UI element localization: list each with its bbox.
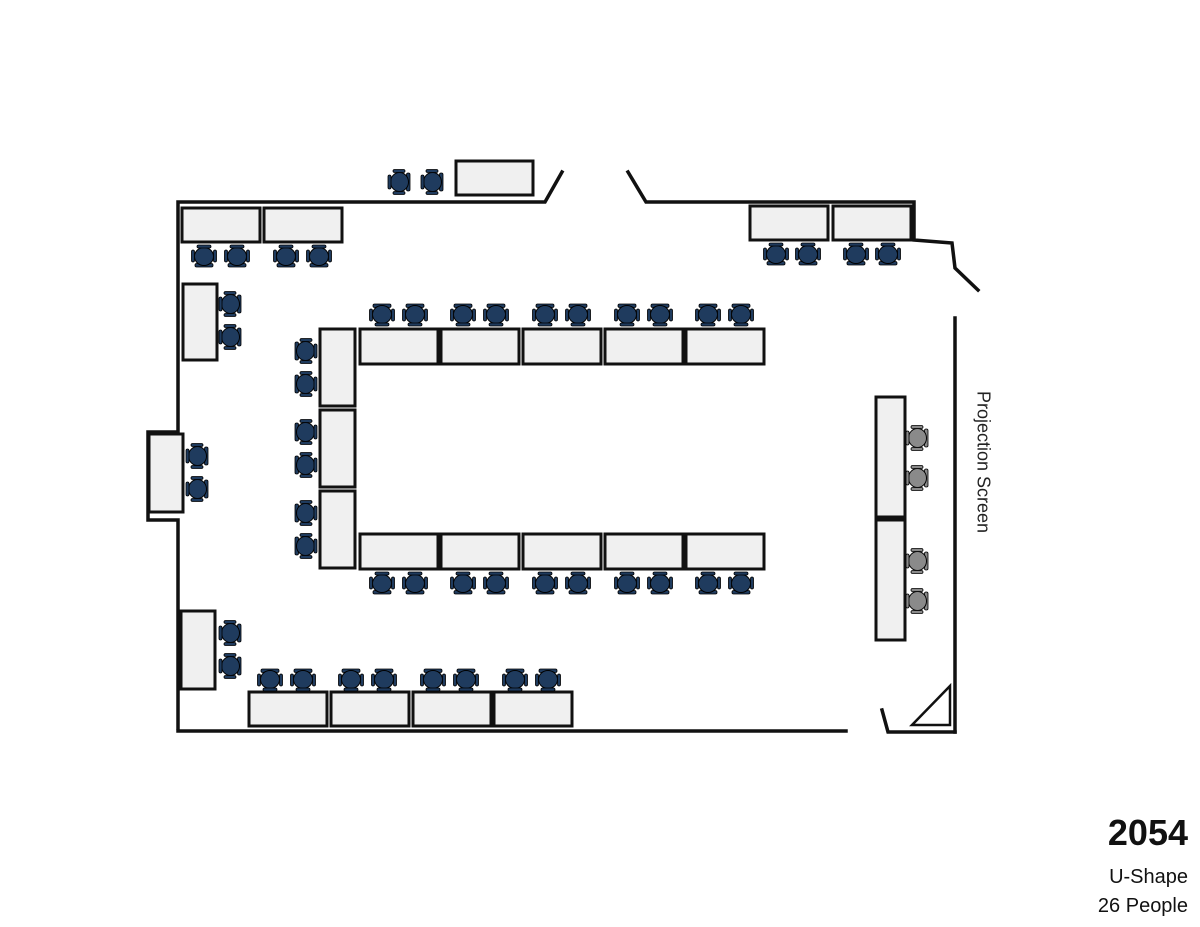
perimeter-chairs [185,169,901,692]
bottom-wall-right [879,707,957,734]
table [411,690,493,728]
chair-icon [728,303,754,327]
chair-icon [387,169,411,195]
chair-icon [875,242,901,266]
table [684,532,766,571]
table [684,327,766,366]
table [180,206,262,244]
chair-icon [306,244,332,268]
chair-icon [185,476,209,502]
chair-icon [502,668,528,692]
chair-icon [695,571,721,595]
chair-icon [647,571,673,595]
chair-icon [257,668,283,692]
chair-icon [565,571,591,595]
capacity-label: 26 People [1097,895,1188,917]
table [748,204,830,242]
chair-icon [371,668,397,692]
chair-icon [402,571,428,595]
table [358,532,440,571]
chair-icon [647,303,673,327]
chair-icon [763,242,789,266]
presenter-chair-icon [905,425,929,451]
chair-icon [532,571,558,595]
table [358,327,440,366]
table [439,327,521,366]
projection-screen-label: Projection Screen [973,390,994,534]
chair-icon [695,303,721,327]
chair-icon [338,668,364,692]
chair-icon [294,500,318,526]
chair-icon [453,668,479,692]
table [439,532,521,571]
table [603,532,685,571]
chair-icon [218,324,242,350]
perimeter-tables [147,159,913,728]
chair-icon [728,571,754,595]
presenter-chairs [905,425,929,614]
table [521,532,603,571]
chair-icon [294,452,318,478]
chair-icon [843,242,869,266]
layout-name: U-Shape [1109,866,1188,888]
chair-icon [532,303,558,327]
presenter-chair-icon [905,465,929,491]
chair-icon [565,303,591,327]
table [318,408,357,489]
table [521,327,603,366]
table [492,690,574,728]
table [181,282,219,362]
chair-icon [294,338,318,364]
chair-icon [483,571,509,595]
chair-icon [218,291,242,317]
chair-icon [290,668,316,692]
chair-icon [450,303,476,327]
u-shape-tables [318,327,766,571]
chair-icon [369,571,395,595]
table [147,432,185,514]
chair-icon [402,303,428,327]
chair-icon [191,244,217,268]
chair-icon [185,443,209,469]
chair-icon [369,303,395,327]
chair-icon [420,169,444,195]
chair-icon [218,653,242,679]
table [179,609,217,691]
table [318,327,357,408]
chair-icon [483,303,509,327]
presenter-table [874,395,907,519]
chair-icon [614,571,640,595]
table [454,159,535,197]
presenter-tables [874,395,907,642]
presenter-chair-icon [905,588,929,614]
table [262,206,344,244]
chair-icon [294,371,318,397]
chair-icon [294,533,318,559]
chair-icon [294,419,318,445]
presenter-chair-icon [905,548,929,574]
walls [146,169,981,734]
top-wall-right [625,169,981,293]
chair-icon [614,303,640,327]
chair-icon [273,244,299,268]
room-number: 2054 [1107,812,1188,853]
table [603,327,685,366]
table [247,690,329,728]
chair-icon [420,668,446,692]
corner-brace [909,682,952,727]
chair-icon [795,242,821,266]
top-wall-left [146,169,565,730]
table [329,690,411,728]
presenter-table [874,518,907,642]
chair-icon [535,668,561,692]
chair-icon [450,571,476,595]
chair-icon [224,244,250,268]
table [831,204,913,242]
chair-icon [218,620,242,646]
table [318,489,357,570]
